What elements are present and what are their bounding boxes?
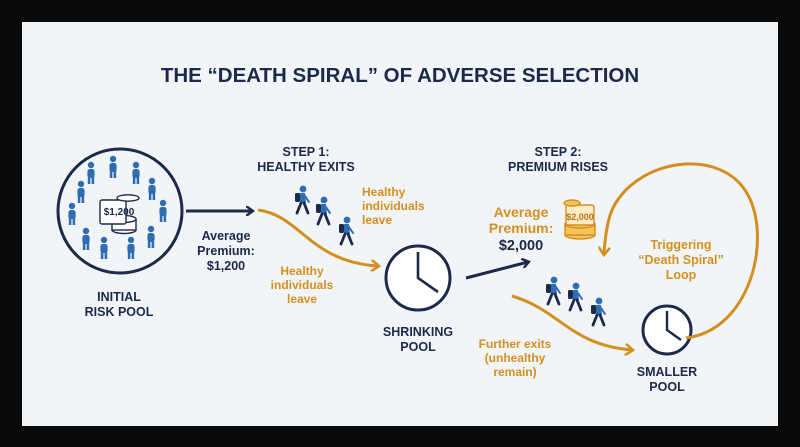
average-premium-1-value: $1,200 <box>207 259 245 273</box>
step1-heading-line2: HEALTHY EXITS <box>257 160 354 174</box>
pie-clock-icon <box>384 244 452 312</box>
initial-pool-coin-label: $1,200 <box>104 207 135 218</box>
step1-note-line3: leave <box>362 213 392 227</box>
death-spiral-diagram: THE “DEATH SPIRAL” OF ADVERSE SELECTION … <box>56 64 759 394</box>
step1-note: Healthy <box>362 185 406 199</box>
further-exits-label-line3: remain) <box>493 365 536 379</box>
healthy-leave-label-line3: leave <box>287 292 317 306</box>
average-premium-2-label: Average <box>494 204 549 220</box>
coin-stack-icon <box>563 199 596 240</box>
loop-label: Triggering <box>650 238 711 252</box>
pie-clock-icon <box>641 304 693 356</box>
shrinking-pool-label: SHRINKING <box>383 325 453 339</box>
average-premium-2-label-line2: Premium: <box>489 220 554 236</box>
step2-heading: STEP 2: <box>534 145 581 159</box>
page-title: THE “DEATH SPIRAL” OF ADVERSE SELECTION <box>161 64 639 87</box>
further-exits-label: Further exits <box>479 337 552 351</box>
step2-heading-line2: PREMIUM RISES <box>508 160 608 174</box>
average-premium-1-label: Average <box>202 229 251 243</box>
smaller-pool-label: SMALLER <box>637 365 697 379</box>
further-exits-label-line2: (unhealthy <box>485 351 546 365</box>
loop-label-line2: “Death Spiral” <box>638 253 723 267</box>
initial-pool-circle <box>56 147 184 275</box>
step1-note-line2: individuals <box>362 199 425 213</box>
smaller-pool-label-line2: POOL <box>649 380 685 394</box>
arrow-icon <box>257 208 378 266</box>
healthy-leave-label: Healthy <box>280 264 324 278</box>
shrinking-pool-label-line2: POOL <box>400 340 436 354</box>
average-premium-2-value: $2,000 <box>499 238 543 254</box>
average-premium-1-label-line2: Premium: <box>197 244 255 258</box>
loop-arrow-icon <box>604 162 759 340</box>
initial-pool-label: INITIAL <box>97 290 141 304</box>
loop-label-line3: Loop <box>666 268 697 282</box>
healthy-leave-label-line2: individuals <box>271 278 334 292</box>
step2-coin-label: $2,000 <box>566 212 594 222</box>
arrow-icon <box>465 262 528 280</box>
coin-stack-icon <box>99 194 140 235</box>
diagram-card: THE “DEATH SPIRAL” OF ADVERSE SELECTION … <box>22 22 778 426</box>
initial-pool-label-line2: RISK POOL <box>85 305 154 319</box>
arrow-icon <box>511 294 632 350</box>
step1-heading: STEP 1: <box>282 145 329 159</box>
